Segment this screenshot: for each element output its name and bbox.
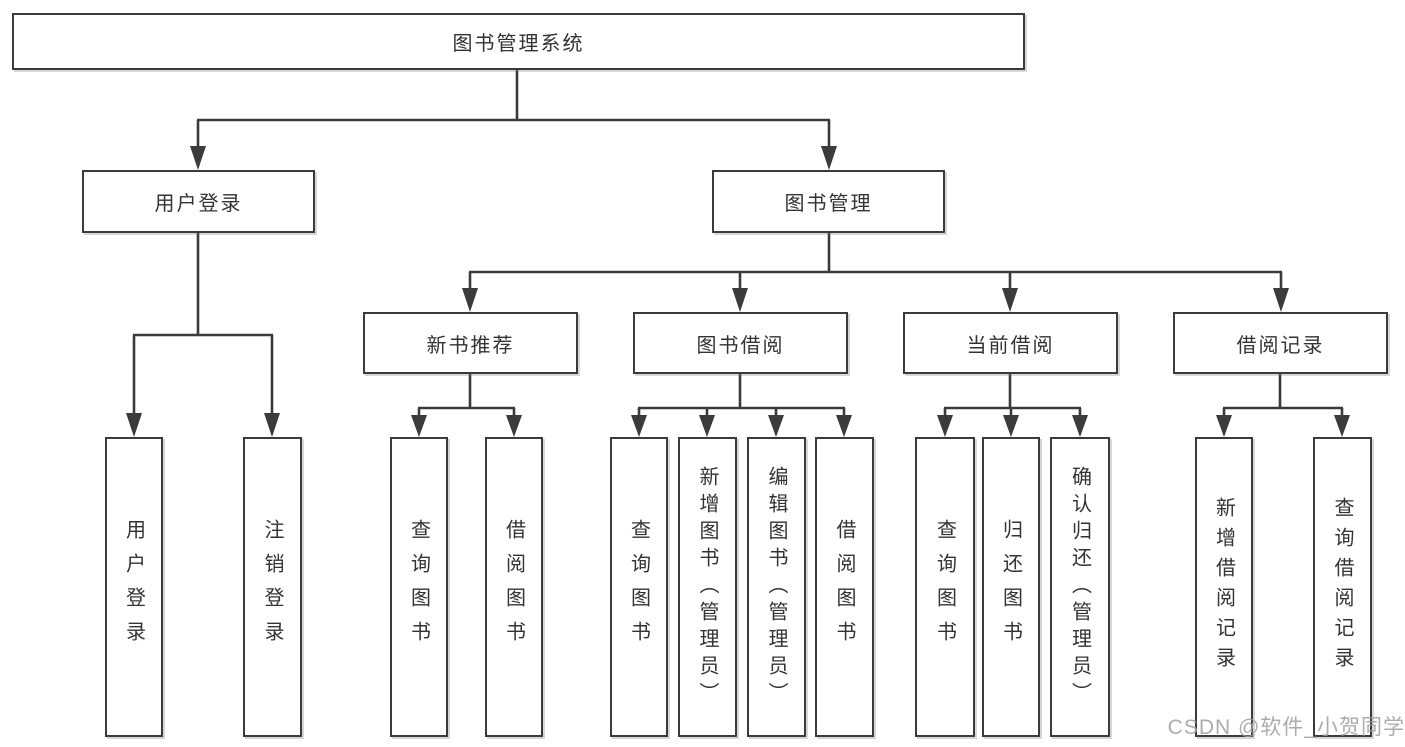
node-book-management: 图书管理 xyxy=(712,170,945,233)
node-new-book-recommend: 新书推荐 xyxy=(363,312,578,374)
node-borrow-books-recommend: 借阅图书 xyxy=(485,437,543,737)
node-borrow-books-action: 借阅图书 xyxy=(815,437,874,737)
node-logout: 注销登录 xyxy=(243,437,302,737)
node-query-books-current: 查询图书 xyxy=(915,437,975,737)
csdn-watermark: CSDN @软件_小贺同学 xyxy=(1167,716,1405,739)
node-add-book-admin: 新增图书（管理员） xyxy=(678,437,737,737)
node-edit-book-admin: 编辑图书（管理员） xyxy=(747,437,806,737)
node-query-books-borrow: 查询图书 xyxy=(610,437,668,737)
node-query-books-recommend: 查询图书 xyxy=(390,437,448,737)
node-current-borrow: 当前借阅 xyxy=(903,312,1118,374)
node-return-book: 归还图书 xyxy=(982,437,1040,737)
node-library-system: 图书管理系统 xyxy=(12,13,1025,70)
node-query-borrow-record: 查询借阅记录 xyxy=(1313,437,1372,737)
node-book-borrow: 图书借阅 xyxy=(633,312,848,374)
node-confirm-return-admin: 确认归还（管理员） xyxy=(1050,437,1110,737)
node-add-borrow-record: 新增借阅记录 xyxy=(1195,437,1253,737)
node-user-login-action: 用户登录 xyxy=(105,437,163,737)
node-borrow-records: 借阅记录 xyxy=(1173,312,1388,374)
node-user-login: 用户登录 xyxy=(82,170,315,233)
